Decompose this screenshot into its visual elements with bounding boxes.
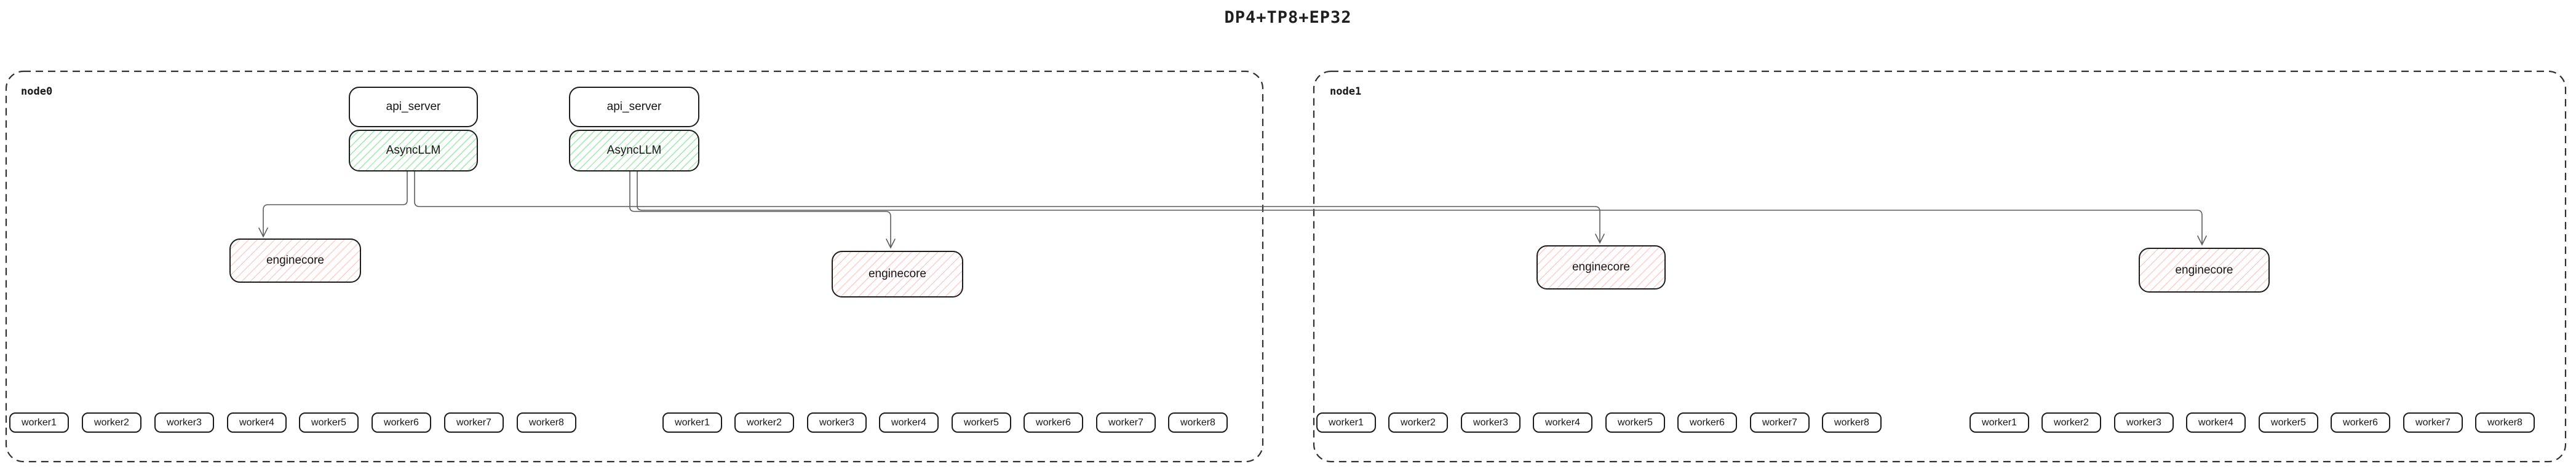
worker-box: worker1 — [662, 412, 722, 433]
page-title: DP4+TP8+EP32 — [1224, 8, 1352, 27]
node1-container — [1313, 70, 2567, 463]
worker-box: worker2 — [1388, 412, 1448, 433]
worker-box: worker8 — [517, 412, 576, 433]
connector-asyncllm1-enginecore3 — [414, 171, 1600, 242]
worker-box: worker2 — [734, 412, 794, 433]
asyncllm-box-1: AsyncLLM — [349, 130, 478, 171]
worker-box: worker4 — [879, 412, 939, 433]
node0-label: node0 — [21, 85, 53, 98]
enginecore-box-1: enginecore — [229, 238, 361, 283]
worker-box: worker4 — [1533, 412, 1592, 433]
worker-box: worker4 — [2186, 412, 2246, 433]
worker-box: worker7 — [1750, 412, 1810, 433]
worker-box: worker1 — [1316, 412, 1376, 433]
enginecore-box-2: enginecore — [832, 251, 963, 298]
worker-box: worker5 — [2259, 412, 2318, 433]
worker-box: worker8 — [2475, 412, 2535, 433]
arrowhead-enginecore1 — [258, 227, 268, 238]
worker-box: worker3 — [154, 412, 214, 433]
worker-box: worker2 — [82, 412, 141, 433]
connector-asyncllm2-enginecore2 — [629, 171, 891, 247]
worker-box: worker3 — [2114, 412, 2174, 433]
arrowhead-enginecore3 — [1595, 234, 1605, 244]
api-server-box-1: api_server — [349, 87, 478, 127]
arrowhead-enginecore4 — [2197, 235, 2207, 246]
enginecore-box-4: enginecore — [2139, 248, 2270, 293]
enginecore-box-3: enginecore — [1536, 245, 1666, 290]
node0-container — [5, 70, 1264, 463]
worker-box: worker5 — [1605, 412, 1665, 433]
worker-box: worker3 — [1461, 412, 1521, 433]
connector-asyncllm2-enginecore4 — [637, 171, 2203, 244]
worker-box: worker8 — [1168, 412, 1228, 433]
arrowhead-enginecore2 — [886, 238, 896, 249]
worker-box: worker1 — [9, 412, 69, 433]
worker-box: worker6 — [1677, 412, 1737, 433]
worker-box: worker6 — [2331, 412, 2390, 433]
worker-box: worker8 — [1822, 412, 1882, 433]
worker-box: worker7 — [1096, 412, 1156, 433]
worker-box: worker6 — [1024, 412, 1083, 433]
asyncllm-box-2: AsyncLLM — [569, 130, 699, 171]
worker-box: worker2 — [2041, 412, 2101, 433]
worker-box: worker3 — [807, 412, 867, 433]
worker-box: worker7 — [2403, 412, 2463, 433]
node1-label: node1 — [1330, 85, 1362, 98]
worker-box: worker6 — [372, 412, 431, 433]
worker-box: worker4 — [227, 412, 287, 433]
connector-asyncllm1-enginecore1 — [263, 171, 408, 236]
api-server-box-2: api_server — [569, 87, 699, 127]
worker-box: worker5 — [299, 412, 359, 433]
worker-box: worker1 — [1970, 412, 2029, 433]
worker-box: worker5 — [952, 412, 1011, 433]
worker-box: worker7 — [444, 412, 504, 433]
